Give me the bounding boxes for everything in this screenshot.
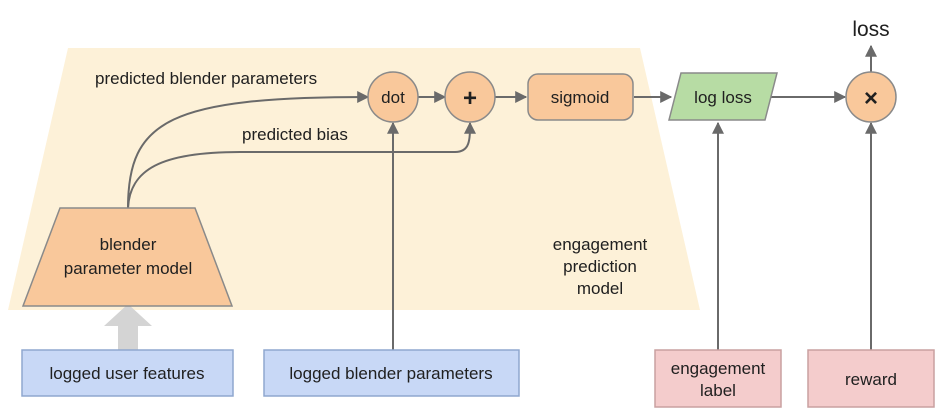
region-label-line-2: prediction: [563, 257, 637, 276]
engagement-label-box: [654, 349, 782, 408]
dot-node: [367, 71, 419, 123]
blender-model-label-line-1: blender: [100, 235, 157, 254]
engagement-label-line-2: label: [700, 381, 736, 400]
edge-model-to-plus: [127, 121, 476, 209]
edge-model-to-dot: [127, 91, 370, 209]
logged-user-features-box: [21, 349, 234, 397]
log-loss-node: [668, 72, 778, 121]
logged-blender-parameters-label: logged blender parameters: [289, 364, 492, 383]
plus-node: [444, 71, 496, 123]
user-features-input-arrow: [104, 304, 152, 350]
predicted-params-label: predicted blender parameters: [95, 69, 317, 88]
sigmoid-node: [527, 73, 634, 121]
loss-output-label: loss: [852, 18, 889, 41]
logged-blender-parameters-box: [263, 349, 520, 397]
reward-label: reward: [845, 370, 897, 389]
reward-box: [807, 349, 935, 408]
sigmoid-label: sigmoid: [551, 88, 610, 107]
logged-user-features-label: logged user features: [50, 364, 205, 383]
times-node: [845, 71, 897, 123]
region-label-line-3: model: [577, 279, 623, 298]
times-label: ×: [864, 85, 878, 112]
plus-label: +: [463, 85, 477, 112]
region-label-line-1: engagement: [553, 235, 648, 254]
log-loss-label: log loss: [694, 88, 752, 107]
engagement-label-line-1: engagement: [671, 359, 766, 378]
blender-model-label-line-2: parameter model: [64, 259, 193, 278]
blender-parameter-model-node: [21, 207, 234, 307]
predicted-bias-label: predicted bias: [242, 125, 348, 144]
dot-label: dot: [381, 88, 405, 107]
